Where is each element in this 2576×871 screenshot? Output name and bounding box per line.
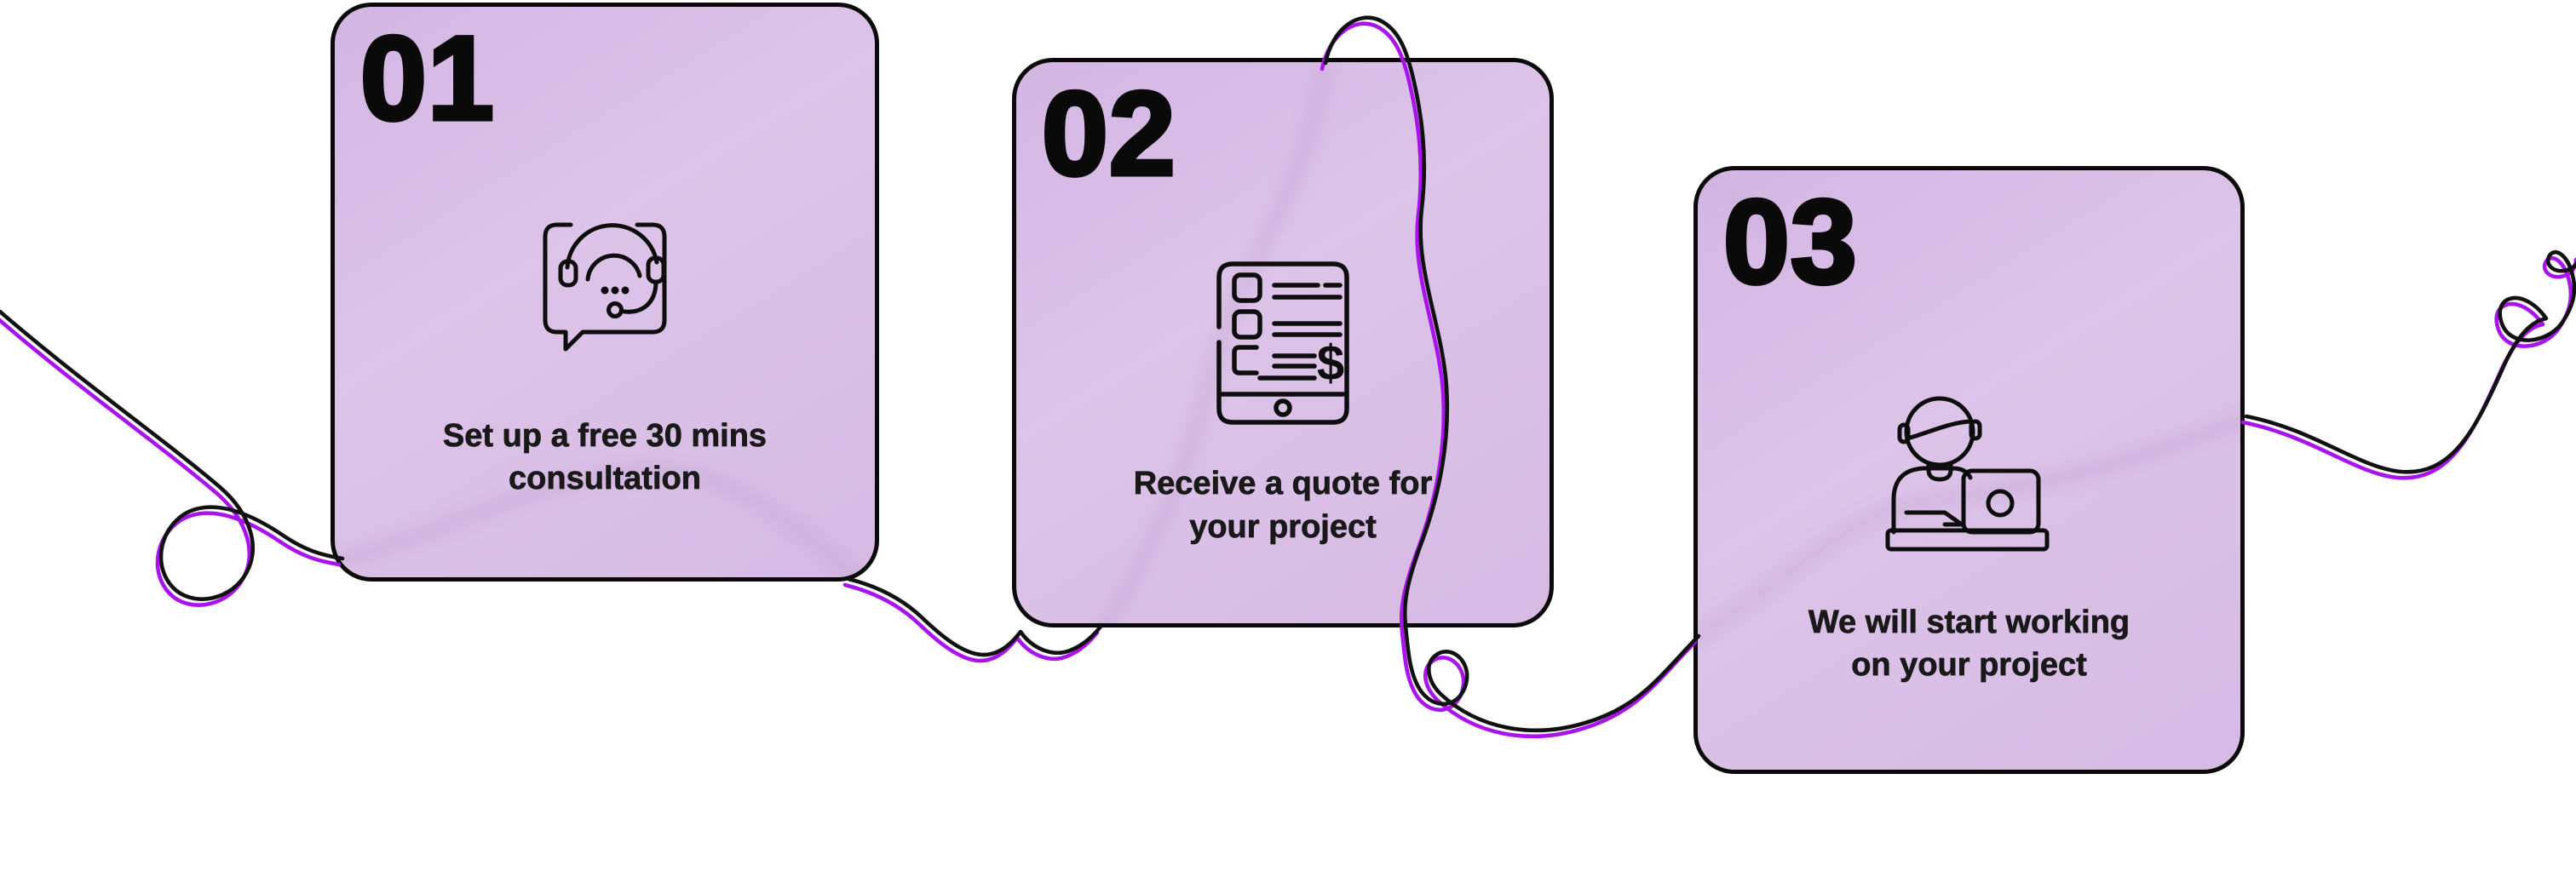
person-working-laptop-icon <box>1885 396 2049 552</box>
step-number-3: 03 <box>1722 175 1860 308</box>
step-card-2: 02 $ Receive a quote for your project <box>1012 58 1554 627</box>
step-caption-1: Set up a free 30 mins consultation <box>442 418 768 497</box>
headset-chat-icon <box>543 222 667 352</box>
step-number-1: 01 <box>359 11 497 145</box>
step-caption-3: We will start working on your project <box>1808 604 2130 684</box>
step-card-3: 03 We will start working on your project <box>1693 166 2245 774</box>
step-card-1: 01 Set up a free 30 mins consultation <box>331 3 879 582</box>
step-caption-2: Receive a quote for your project <box>1133 466 1433 545</box>
step-number-2: 02 <box>1040 66 1178 200</box>
quote-invoice-icon: $ <box>1216 261 1349 425</box>
dollar-sign: $ <box>1317 335 1344 391</box>
